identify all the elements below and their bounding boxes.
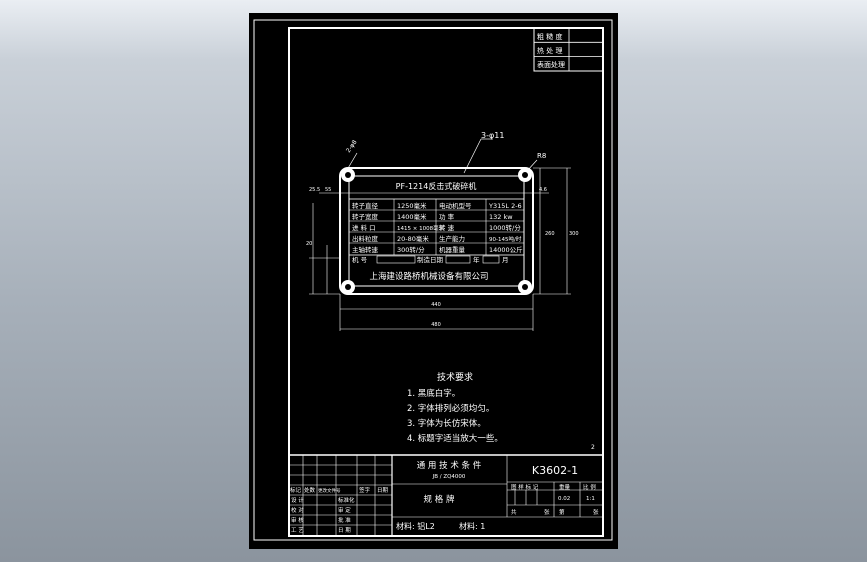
spec-cell: 电动机型号: [439, 201, 472, 210]
year-label: 年: [473, 255, 480, 264]
plate-title: PF-1214反击式破碎机: [396, 181, 477, 191]
spec-cell: 300转/分: [397, 245, 425, 254]
roughness-row-1: 热 处 理: [537, 46, 562, 55]
dim-height-outer: 300: [569, 231, 579, 237]
date-label: 制造日期: [417, 255, 444, 264]
requirements-heading: 技术要求: [437, 371, 473, 383]
spec-cell: 出料粒度: [352, 234, 379, 243]
sheet-count: 2: [591, 444, 595, 451]
dim-left-a: 25.5: [309, 187, 320, 193]
spec-cell: 生产能力: [439, 234, 465, 243]
spec-cell: 主轴转速: [352, 245, 379, 254]
drawing-canvas: 粗 糙 度 热 处 理 表面处理 3-φ11 R8 2-φ8 PF-1214反击…: [253, 19, 613, 541]
requirement-item: 2. 字体排列必须均匀。: [407, 403, 494, 414]
spec-cell: 转子直径: [352, 201, 379, 210]
callout-note: 3-φ11: [481, 131, 504, 140]
drawing-number: K3602-1: [532, 464, 578, 477]
spec-cell: 1000转/分: [489, 223, 521, 232]
dim-width-outer: 480: [431, 322, 441, 328]
spec-cell: 1400毫米: [397, 212, 427, 221]
sheet-of: 第: [559, 508, 565, 516]
dim-c: 20: [306, 241, 312, 247]
dim-right-a: 4.6: [539, 187, 547, 193]
weight-value: 0.02: [558, 496, 570, 502]
material: 材料: 铝L2: [396, 521, 435, 531]
sheet-of: 张: [593, 508, 599, 516]
title-block-header: 通 用 技 术 条 件: [417, 460, 482, 471]
requirement-item: 4. 标题字适当放大一些。: [407, 433, 503, 444]
revision-label: 标记: [290, 486, 302, 494]
sheet-of: 张: [544, 508, 550, 516]
role-label: 批 准: [338, 516, 351, 524]
part-name: 规 格 牌: [424, 494, 455, 505]
quantity: 材料: 1: [459, 521, 485, 531]
spec-cell: 1415 × 1008毫米: [397, 224, 445, 232]
callout-r: R8: [537, 152, 546, 160]
spec-cell: 转 速: [439, 223, 455, 232]
roughness-table: 粗 糙 度 热 处 理 表面处理: [533, 27, 604, 72]
dim-left-b: 55: [325, 187, 331, 193]
spec-cell: Y315L 2-6: [488, 202, 522, 210]
spec-cell: 功 率: [439, 212, 455, 221]
revision-label: 签字: [359, 486, 371, 494]
month-label: 月: [502, 256, 509, 264]
weight-label: 重量: [559, 483, 571, 491]
edge-label: 2-φ8: [345, 139, 359, 154]
sheet-of: 共: [511, 508, 517, 516]
scale-label: 比 例: [583, 483, 596, 491]
spec-cell: 进 料 口: [352, 223, 376, 232]
roughness-row-0: 粗 糙 度: [537, 32, 562, 41]
dim-height-inner: 260: [545, 231, 555, 237]
role-label: 审 定: [338, 506, 351, 514]
model-label: 机 号: [352, 255, 368, 264]
revision-label: 更改文件号: [318, 487, 341, 494]
revision-label: 处数: [304, 486, 316, 494]
dim-width-inner: 440: [431, 302, 441, 308]
role-label: 日 期: [338, 527, 351, 534]
nameplate: PF-1214反击式破碎机 转子直径 1250毫米 电动机型号 Y315L 2-…: [339, 167, 534, 295]
role-label: 设 计: [291, 496, 304, 504]
role-label: 校 对: [291, 506, 304, 514]
spec-cell: 转子宽度: [352, 212, 379, 221]
spec-cell: 1250毫米: [397, 201, 427, 210]
revision-label: 日期: [377, 487, 389, 494]
spec-cell: 132 kw: [489, 213, 513, 221]
role-label: 标准化: [338, 496, 355, 504]
spec-cell: 90-145吨/时: [489, 235, 522, 243]
title-block: 标记 处数 更改文件号 签字 日期 设 计 校 对 审 核 工 艺 标准化 审 …: [288, 454, 604, 537]
spec-cell: 20-80毫米: [397, 234, 429, 243]
requirement-item: 3. 字体为长仿宋体。: [407, 418, 486, 429]
drawing-sheet: 粗 糙 度 热 处 理 表面处理 3-φ11 R8 2-φ8 PF-1214反击…: [249, 13, 618, 549]
role-label: 审 核: [291, 516, 304, 524]
technical-requirements: 技术要求 1. 黑底白字。 2. 字体排列必须均匀。 3. 字体为长仿宋体。 4…: [407, 371, 503, 444]
spec-cell: 14000公斤: [489, 245, 523, 254]
requirement-item: 1. 黑底白字。: [407, 388, 460, 399]
scale-value: 1:1: [586, 496, 595, 502]
title-block-std: JB / ZQ4000: [432, 474, 466, 480]
dimensions: [309, 167, 571, 331]
stage-label: 图 样 标 记: [511, 483, 539, 491]
company-name: 上海建设路桥机械设备有限公司: [369, 271, 488, 282]
roughness-row-2: 表面处理: [537, 60, 565, 69]
spec-cell: 机器重量: [439, 245, 466, 254]
outer-frame: [253, 19, 613, 541]
role-label: 工 艺: [291, 527, 304, 534]
